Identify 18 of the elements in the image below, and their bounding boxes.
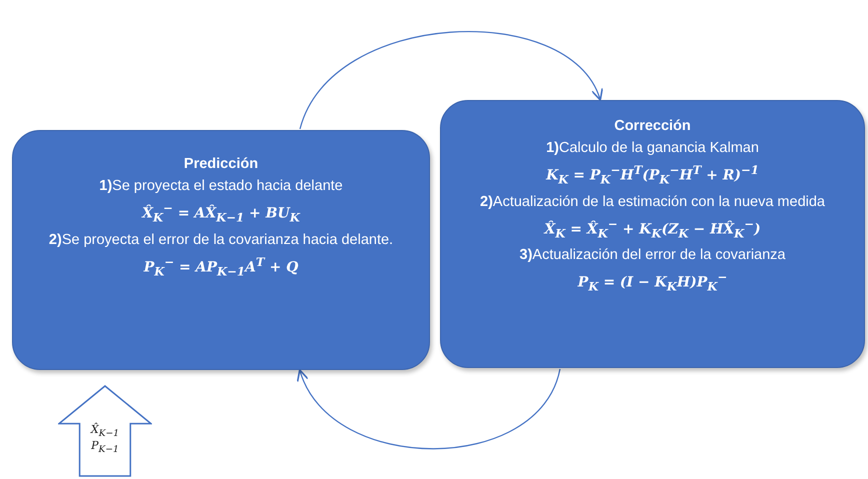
box-heading: Corrección [614,117,691,136]
curved-arrow [298,368,561,450]
box-heading: Predicción [184,155,258,174]
step-text: 2)Actualización de la estimación con la nueva medida [479,192,826,211]
formula: P$_{K}$$^{−}$ = AP$_{K−1}$A$^{T}$ + Q [144,254,298,278]
up-block-arrow [58,385,152,477]
process-box [440,100,865,368]
step-text: 1)Calculo de la ganancia Kalman [545,139,760,158]
step-text: 3)Actualización del error de la covarianza [518,246,786,264]
formula: P$_{K−1}$ [90,439,120,456]
formula: X̂$_{K}$ = X̂$_{K}$$^{−}$ + K$_{K}$(Z$_{K}$ − HX̂$_{K}$$^{−}$) [544,216,761,240]
step-text: 1)Se proyecta el estado hacia delante [98,177,344,196]
process-box [12,130,430,370]
formula: X̂$_{K}$$^{−}$ = AX̂$_{K−1}$ + BU$_{K}$ [142,201,300,225]
formula: X̂$_{K−1}$ [89,423,120,440]
step-text: 2)Se proyecta el error de la covarianza hacia delante. [48,230,394,249]
curved-arrow [299,31,602,130]
formula: K$_{K}$ = P$_{K}$$^{−}$H$^{T}$(P$_{K}$$^{−}$H$^{T}$ + R)$^{−1}$ [546,163,759,187]
